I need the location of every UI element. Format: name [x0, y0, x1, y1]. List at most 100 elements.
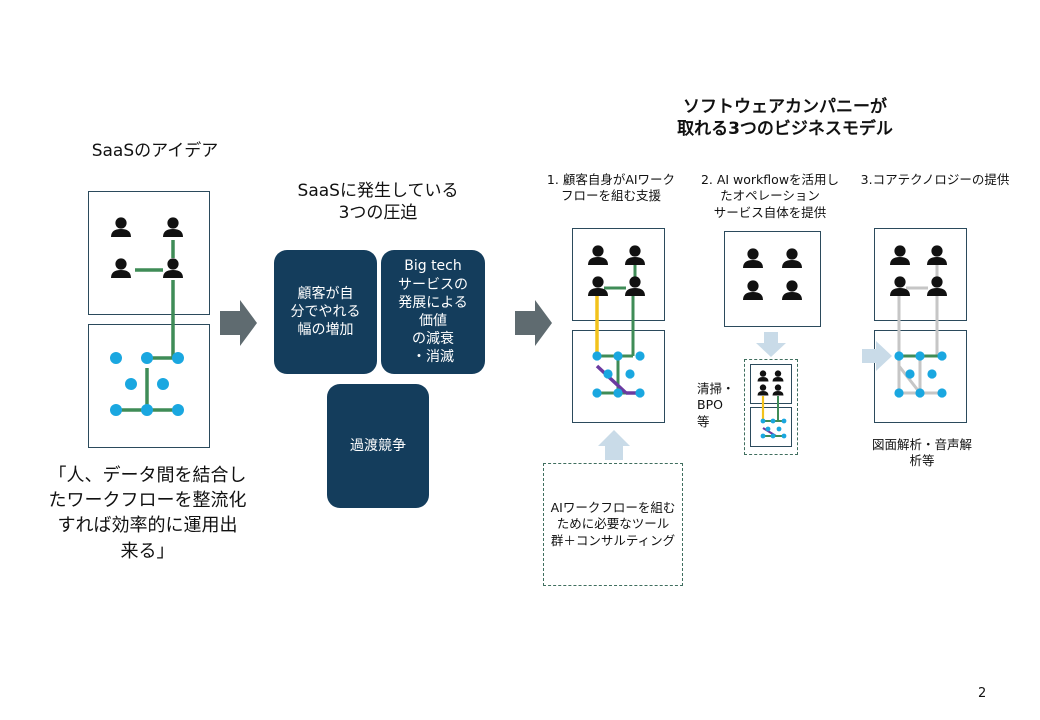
analysis-line: 図面解析・音声解 — [871, 437, 972, 452]
data-node-icon — [635, 351, 645, 361]
pressure-box-line: 幅の増加 — [297, 322, 354, 339]
pressure-box-line: サービスの — [398, 276, 468, 293]
data-node-icon — [613, 351, 623, 361]
data-node-icon — [927, 369, 937, 379]
data-node-icon — [905, 369, 915, 379]
data-node-icon — [172, 404, 184, 416]
data-node-icon — [937, 351, 947, 361]
model-2-line: サービス自体を提供 — [713, 204, 827, 220]
bpo-people-panel — [750, 364, 792, 404]
data-node-icon — [625, 369, 635, 379]
person-icon — [757, 384, 769, 396]
person-icon — [163, 258, 183, 278]
data-node-icon — [937, 388, 947, 398]
quote-line: 「人、データ間を結合し — [48, 465, 247, 486]
quote-line: すれば効率的に運用出 — [57, 515, 238, 537]
tools-line: 群＋コンサルティング — [550, 532, 676, 548]
model-1-people-panel — [572, 228, 665, 321]
person-icon — [588, 276, 608, 296]
saas-idea-title: SaaSのアイデア — [91, 141, 219, 161]
model-3-data-dots — [894, 351, 947, 398]
bpo-label: 清掃・ BPO 等 — [697, 381, 747, 430]
data-node-icon — [894, 388, 904, 398]
arrow-up-icon — [598, 430, 630, 460]
data-node-icon — [110, 404, 122, 416]
pressure-box-customer: 顧客が自 分でやれる 幅の増加 — [274, 250, 377, 374]
data-node-icon — [141, 404, 153, 416]
person-icon — [588, 245, 608, 265]
pressure-box-competition: 過渡競争 — [327, 384, 429, 508]
model-3-lines — [897, 263, 942, 395]
arrow-right-icon — [515, 300, 552, 346]
pressure-box-line: 過渡競争 — [350, 437, 406, 454]
data-node-icon — [915, 388, 925, 398]
pressure-title-line: SaaSに発生している — [297, 181, 459, 201]
page-number: 2 — [978, 686, 987, 701]
data-node-icon — [157, 378, 169, 390]
model-1-data-dots — [592, 351, 645, 398]
data-node-icon — [915, 351, 925, 361]
bpo-data-panel — [750, 407, 792, 447]
arrow-right-icon — [862, 341, 892, 371]
pressure-box-bigtech: Big tech サービスの 発展による 価値 の減衰 ・消滅 — [381, 250, 485, 374]
person-icon — [772, 370, 784, 382]
person-icon — [625, 245, 645, 265]
pressure-box-line: 発展による — [398, 294, 468, 311]
tools-line: ために必要なツール — [556, 516, 670, 532]
data-node-icon — [110, 352, 122, 364]
pressure-box-line: 顧客が自 — [297, 285, 354, 302]
quote-line: 来る」 — [120, 540, 175, 562]
business-models-title-line: ソフトウェアカンパニーが — [683, 97, 887, 117]
person-icon — [111, 258, 131, 278]
bpo-line: BPO — [697, 397, 723, 413]
model-3-label: 3.コアテクノロジーの提供 — [860, 172, 1010, 187]
model-1-line: フローを組む支援 — [560, 188, 661, 204]
pressure-box-line: ・消滅 — [412, 349, 454, 366]
arrow-down-icon — [756, 332, 786, 357]
pressure-box-line: の減衰 — [412, 331, 454, 348]
bpo-line: 等 — [697, 413, 710, 429]
model-1-line: 1. 顧客自身がAIワーク — [546, 172, 676, 187]
person-icon — [927, 245, 947, 265]
person-icon — [927, 276, 947, 296]
bpo-line: 清掃・ — [697, 381, 735, 396]
tools-box: AIワークフローを組む ために必要なツール 群＋コンサルティング — [543, 463, 683, 586]
pressure-box-line: 価値 — [419, 313, 447, 329]
business-models-title-line: 取れる3つのビジネスモデル — [677, 119, 893, 140]
pressure-title-line: 3つの圧迫 — [338, 203, 418, 224]
saas-idea-quote: 「人、データ間を結合し たワークフローを整流化 すれば効率的に運用出 来る」 — [40, 463, 255, 564]
pressure-box-line: Big tech — [404, 258, 462, 275]
analysis-label: 図面解析・音声解 析等 — [860, 437, 984, 470]
pressure-title: SaaSに発生している 3つの圧迫 — [278, 180, 478, 224]
person-icon — [890, 245, 910, 265]
model-3-people-panel — [874, 228, 967, 321]
data-node-icon — [613, 388, 623, 398]
data-node-icon — [603, 369, 613, 379]
data-node-icon — [592, 388, 602, 398]
business-models-title: ソフトウェアカンパニーが 取れる3つのビジネスモデル — [640, 96, 930, 140]
arrow-right-icon — [220, 300, 257, 346]
model-2-people-panel — [724, 231, 821, 327]
model-1-label: 1. 顧客自身がAIワーク フローを組む支援 — [535, 172, 687, 205]
data-panel — [88, 324, 210, 448]
data-node-icon — [172, 352, 184, 364]
model-2-people — [743, 248, 802, 300]
data-node-icon — [125, 378, 137, 390]
model-2-line: たオペレーション — [720, 188, 820, 204]
person-icon — [772, 384, 784, 396]
person-icon — [782, 280, 802, 300]
tools-line: AIワークフローを組む — [550, 500, 676, 516]
person-icon — [625, 276, 645, 296]
person-icon — [743, 280, 763, 300]
model-2-label: 2. AI workflowを活用し たオペレーション サービス自体を提供 — [692, 172, 848, 221]
data-node-icon — [592, 351, 602, 361]
person-icon — [782, 248, 802, 268]
quote-line: たワークフローを整流化 — [48, 490, 247, 512]
data-node-icon — [635, 388, 645, 398]
data-node-icon — [141, 352, 153, 364]
people-panel — [88, 191, 210, 315]
left-data-dots — [110, 352, 184, 416]
pressure-box-line: 分でやれる — [290, 303, 361, 320]
bpo-mini-workflow — [757, 370, 787, 439]
